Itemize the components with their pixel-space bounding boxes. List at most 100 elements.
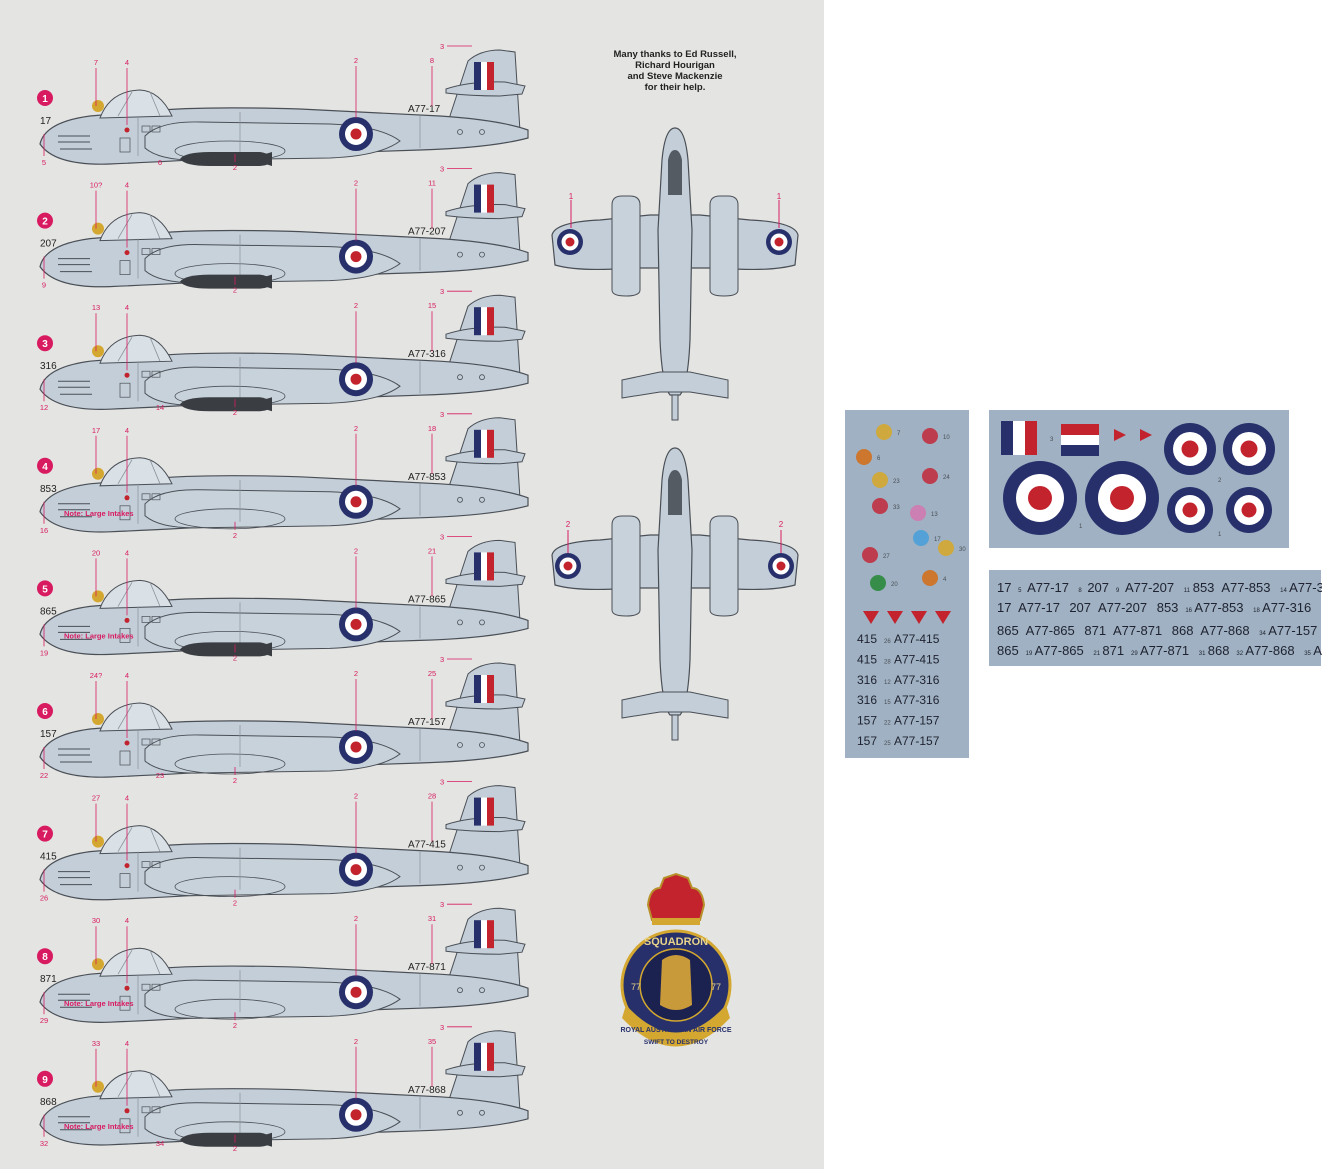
plan-upper-callout-left: 1 <box>569 192 574 201</box>
callout-label: 2 <box>354 546 358 555</box>
callout-label: 30 <box>92 916 100 925</box>
decal-nose-serial: 415 <box>857 652 877 666</box>
callout-fin-flash: 3 <box>440 900 444 909</box>
fuselage-serial: A77-865 <box>408 594 446 605</box>
decal-serial: 207 <box>1087 580 1109 595</box>
decal-serial: A77-865 <box>1026 623 1075 638</box>
decal-number: 16 <box>1185 608 1192 614</box>
decal-number: 32 <box>1236 651 1243 657</box>
roundel-sheet-label-2: 2 <box>1218 478 1222 484</box>
decal-number: 21 <box>1093 651 1100 657</box>
callout-nose-2: 34 <box>156 1139 164 1148</box>
nose-art-decal <box>92 713 104 725</box>
triangle-decal <box>863 611 879 624</box>
decal-serial: 853 <box>1193 580 1215 595</box>
nose-art-decal <box>872 498 888 514</box>
thanks-line-4: for their help. <box>645 82 706 93</box>
decal-fuselage-serial: A77-415 <box>894 632 940 646</box>
nose-art-decal <box>862 547 878 563</box>
scheme-number-badge <box>37 948 53 965</box>
decal-fuselage-serial: A77-415 <box>894 652 940 666</box>
decal-number: 30 <box>959 547 966 553</box>
roundel-sheet-label-1a: 1 <box>1079 524 1083 530</box>
decal-nose-serial: 316 <box>857 693 877 707</box>
nose-art-decal <box>92 222 104 235</box>
callout-label: 24? <box>90 671 103 680</box>
decal-serial: A77-207 <box>1098 600 1147 615</box>
decal-number: 23 <box>893 479 900 485</box>
roundel-sheet-label-1b: 1 <box>1218 532 1222 538</box>
nose-art-decal <box>856 449 872 465</box>
callout-nose: 9 <box>42 281 46 290</box>
callout-nose: 26 <box>40 894 48 903</box>
decal-serial: A77-853 <box>1194 600 1243 615</box>
callout-label: 27 <box>92 794 100 803</box>
callout-label: 2 <box>354 56 358 65</box>
nose-art-decal <box>872 472 888 488</box>
scheme-number-badge <box>37 335 53 352</box>
decal-number: 25 <box>884 741 891 747</box>
medium-roundel-1 <box>1164 423 1216 475</box>
plan-lower-callout-right: 2 <box>779 520 784 529</box>
decal-number: 9 <box>1116 588 1120 594</box>
nose-serial: 871 <box>40 974 57 985</box>
callout-label: 2 <box>354 424 358 433</box>
scheme-number: 5 <box>42 584 48 595</box>
callout-fin-flash: 3 <box>440 655 444 664</box>
decal-number: 13 <box>931 512 938 518</box>
scheme-number-badge <box>37 90 53 106</box>
decal-serial: 871 <box>1084 623 1106 638</box>
callout-label: 2 <box>354 792 358 801</box>
nose-art-decal <box>910 505 926 521</box>
crest-number-right: 77 <box>711 982 721 992</box>
decal-serial: 207 <box>1069 600 1091 615</box>
nose-art-decal <box>913 530 929 546</box>
callout-label: 7 <box>94 58 98 67</box>
decal-number: 29 <box>1131 651 1138 657</box>
decal-number: 14 <box>1280 588 1287 594</box>
callout-label: 17 <box>92 426 100 435</box>
callout-nose: 5 <box>42 158 46 167</box>
fuselage-serial: A77-157 <box>408 717 446 728</box>
decal-number: 31 <box>1199 651 1206 657</box>
decal-serial: A77-865 <box>1035 643 1084 658</box>
note-large-intakes: Note: Large Intakes <box>64 999 134 1008</box>
decal-serial: 865 <box>997 623 1019 638</box>
decal-serial: A77-17 <box>1018 600 1060 615</box>
callout-underside: 2 <box>233 1144 237 1153</box>
decal-number: 12 <box>884 680 891 686</box>
triangle-decal <box>935 611 951 624</box>
scheme-number-badge <box>37 825 53 842</box>
fuselage-serial: A77-316 <box>408 349 446 360</box>
decal-serial: A77-871 <box>1140 643 1189 658</box>
decal-number: 27 <box>883 554 890 560</box>
callout-nose-2: 23 <box>156 771 164 780</box>
decal-serial: 853 <box>1157 600 1179 615</box>
crest-motto: SWIFT TO DESTROY <box>644 1039 709 1046</box>
nose-serial: 868 <box>40 1097 57 1108</box>
decal-number: 11 <box>1184 588 1191 594</box>
decal-nose-serial: 157 <box>857 714 877 728</box>
thanks-line-3: and Steve Mackenzie <box>627 71 722 82</box>
fuselage-serial: A77-868 <box>408 1085 446 1096</box>
decal-serial: 17 <box>997 580 1011 595</box>
plan-view-upper: 1 1 <box>551 127 799 421</box>
crest-arc-text: ROYAL AUSTRALIAN AIR FORCE <box>620 1027 731 1034</box>
small-roundel-2 <box>1226 487 1272 533</box>
callout-label: 28 <box>428 792 436 801</box>
callout-label: 11 <box>428 179 436 188</box>
decal-fuselage-serial: A77-316 <box>894 693 940 707</box>
note-large-intakes: Note: Large Intakes <box>64 631 134 640</box>
decal-nose-serial: 415 <box>857 632 877 646</box>
decal-serial: A77-207 <box>1125 580 1174 595</box>
nose-serial: 157 <box>40 729 57 740</box>
nose-art-decal <box>938 540 954 556</box>
